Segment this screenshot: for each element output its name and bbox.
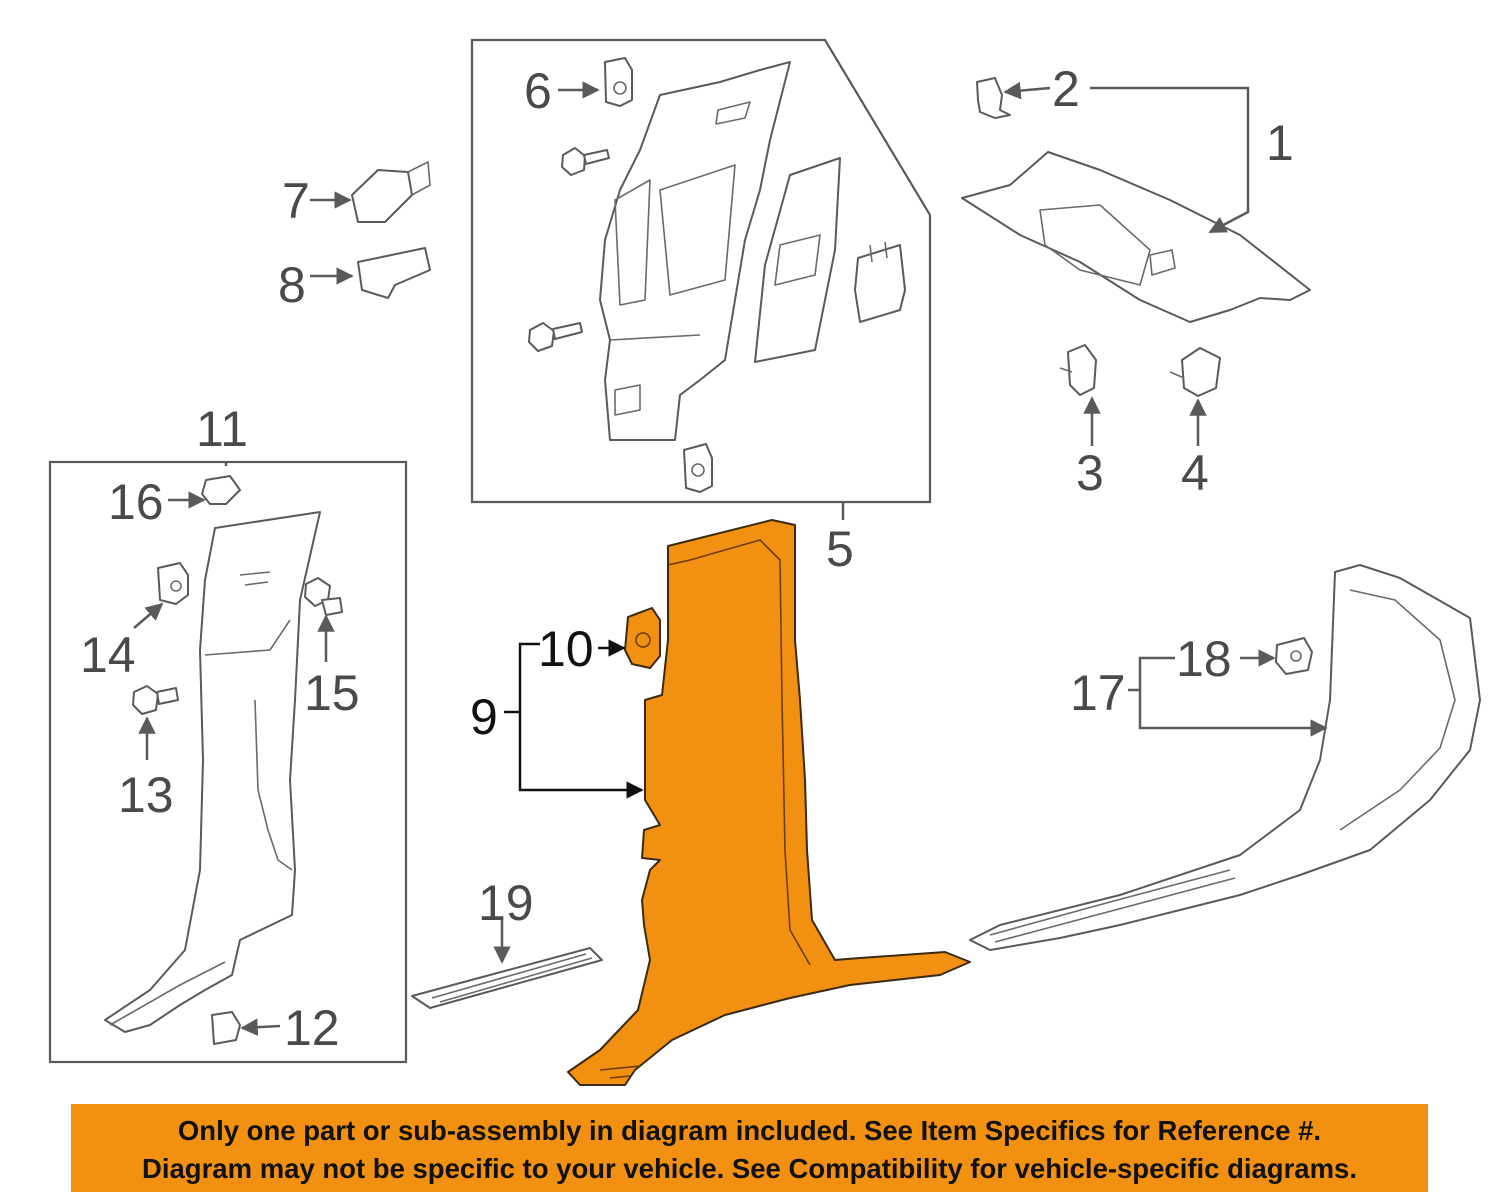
part-15-bolt <box>304 577 343 616</box>
callout-12: 12 <box>284 1000 340 1056</box>
callout-7: 7 <box>282 173 310 229</box>
callout-9: 9 <box>470 689 498 745</box>
bolt-lower <box>528 322 583 352</box>
callout-13: 13 <box>118 767 174 823</box>
part-13-screw <box>132 685 179 715</box>
disclaimer-banner: Only one part or sub-assembly in diagram… <box>71 1104 1428 1192</box>
disclaimer-line-1: Only one part or sub-assembly in diagram… <box>177 1115 1322 1146</box>
part-19-sill-plate <box>411 947 603 1009</box>
group-box-11 <box>48 460 408 1064</box>
part-9-pillar-trim-highlighted <box>567 519 971 1086</box>
part-18-nut <box>1275 637 1313 675</box>
disclaimer-line-2: Diagram may not be specific to your vehi… <box>142 1153 1357 1184</box>
callout-4: 4 <box>1181 445 1209 501</box>
part-2-clip <box>976 77 1011 119</box>
callout-14: 14 <box>80 627 136 683</box>
part-10-clip-highlighted <box>624 607 661 669</box>
part-16-clip <box>201 475 241 505</box>
part-11-lower-pillar-trim <box>104 511 321 1033</box>
trim-insert <box>754 157 841 363</box>
part-14-nut <box>157 562 189 605</box>
callout-5: 5 <box>826 521 854 577</box>
handle-bracket <box>854 241 906 323</box>
callout-2: 2 <box>1052 61 1080 117</box>
callout-19: 19 <box>478 875 534 931</box>
part-4-clip <box>1169 347 1221 397</box>
part-1-upper-trim <box>961 151 1311 323</box>
callout-18: 18 <box>1176 631 1232 687</box>
part-8-bracket <box>357 247 431 299</box>
bolt-upper <box>561 147 610 176</box>
part-12-clip <box>211 1011 241 1045</box>
leader-lines <box>133 81 1328 1036</box>
callout-11: 11 <box>196 401 248 457</box>
callout-8: 8 <box>278 257 306 313</box>
callout-15: 15 <box>304 665 360 721</box>
part-5-quarter-trim <box>599 61 791 441</box>
part-17-sill-trim <box>969 564 1481 951</box>
callout-6: 6 <box>524 63 552 119</box>
part-3-clip <box>1059 344 1097 396</box>
group-box-5 <box>470 38 932 504</box>
callout-3: 3 <box>1076 445 1104 501</box>
callout-16: 16 <box>108 474 164 530</box>
part-7-cover <box>351 161 431 223</box>
part-6-clip <box>604 57 633 107</box>
callout-1: 1 <box>1266 115 1294 171</box>
callout-17: 17 <box>1070 665 1126 721</box>
lower-clip <box>683 443 713 493</box>
callout-10: 10 <box>538 621 594 677</box>
